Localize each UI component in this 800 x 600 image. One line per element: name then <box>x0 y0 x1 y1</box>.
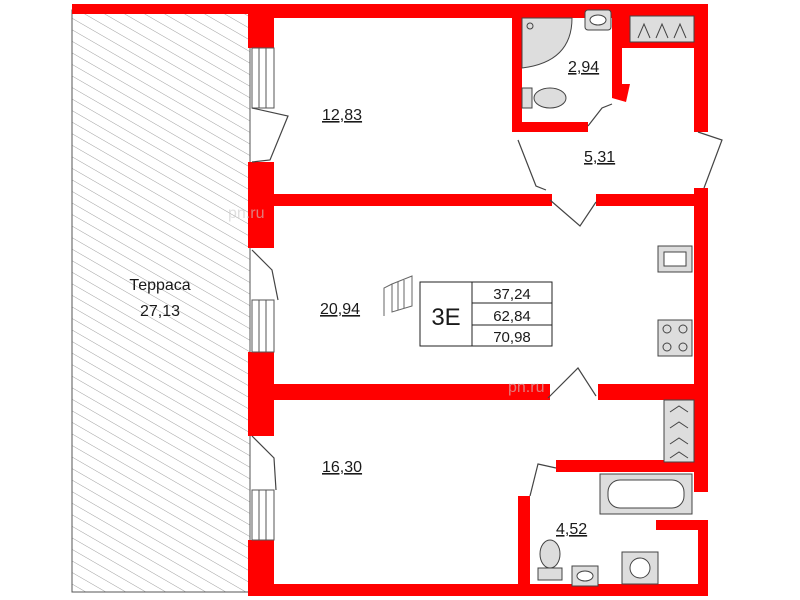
watermark-2: pn.ru <box>508 379 544 396</box>
bathtub-icon <box>599 473 693 515</box>
total-area: 62,84 <box>493 308 531 325</box>
toilet-icon <box>521 87 567 109</box>
room-area-bathroom-top: 2,94 <box>568 59 599 76</box>
washing-machine-icon <box>621 551 659 585</box>
toilet-icon-2 <box>537 539 563 581</box>
windows <box>251 47 275 541</box>
wardrobe-icon <box>663 399 695 463</box>
terrace <box>71 9 251 593</box>
room-area-bedroom-bottom: 16,30 <box>322 459 362 476</box>
terrace-area: 27,13 <box>140 303 180 320</box>
living-area: 37,24 <box>493 286 531 303</box>
apartment-type: 3Е <box>431 304 460 331</box>
washbasin-icon-2 <box>571 565 599 587</box>
cooktop-icon <box>657 319 693 357</box>
watermarks: pn.ru pn.ru <box>228 205 544 396</box>
total-with-terrace: 70,98 <box>493 329 531 346</box>
shower-icon <box>521 17 573 69</box>
apartment-info: 3Е 37,24 62,84 70,98 <box>419 281 553 347</box>
stove-icon <box>629 15 695 43</box>
walls <box>72 4 708 596</box>
room-area-hall: 5,31 <box>584 149 615 166</box>
washbasin-icon <box>584 9 612 31</box>
radiator-icon <box>383 275 413 316</box>
terrace-name: Терраса <box>129 277 190 294</box>
room-labels: Терраса 27,13 12,83 2,94 5,31 20,94 16,3… <box>129 59 615 538</box>
kitchen-sink-icon <box>657 245 693 273</box>
fixtures <box>383 9 695 587</box>
watermark-1: pn.ru <box>228 205 264 222</box>
room-area-bathroom-bottom: 4,52 <box>556 521 587 538</box>
room-area-bedroom-top: 12,83 <box>322 107 362 124</box>
room-area-living: 20,94 <box>320 301 360 318</box>
doors <box>251 103 723 497</box>
